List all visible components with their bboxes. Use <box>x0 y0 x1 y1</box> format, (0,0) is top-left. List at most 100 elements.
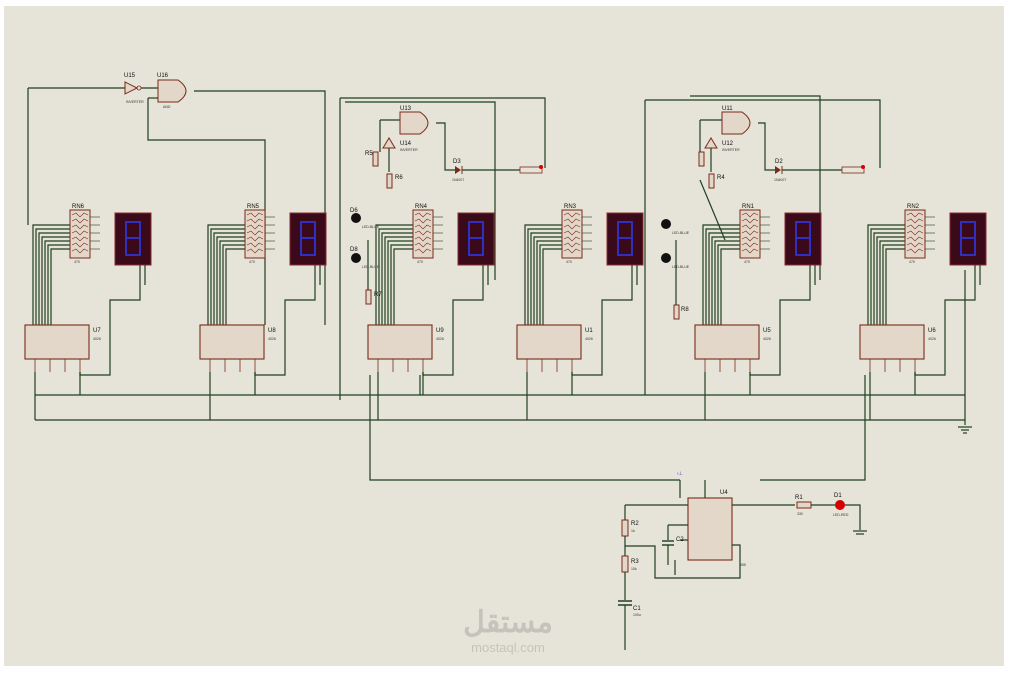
label-rn2-value: 470 <box>909 260 915 264</box>
timer-555-section: U4 555 ‹⊥ R1 330 D1 LED-RED R2 1k <box>618 471 867 650</box>
resistor-r7 <box>365 289 372 305</box>
label-u13: U13 <box>400 106 412 112</box>
label-c2: C2 <box>676 537 684 543</box>
label-r7: R7 <box>374 292 382 298</box>
gate-group-middle: U13 U14 INVERTER R5 R6 D3 1N4007 <box>340 97 546 280</box>
resistor-network-rn2 <box>904 209 926 259</box>
led-d6 <box>351 213 361 223</box>
counter-ic-u6 <box>859 324 925 360</box>
and-gate-u11 <box>721 111 751 135</box>
label-d2: D2 <box>775 159 783 165</box>
label-rn5: RN5 <box>247 204 260 210</box>
led-d10 <box>661 253 671 263</box>
label-u5: U5 <box>763 328 771 334</box>
label-r2-value: 1k <box>631 529 635 533</box>
label-u14: U14 <box>400 141 412 147</box>
watermark-arabic: مستقل <box>463 606 553 639</box>
resistor-network-rn4 <box>412 209 434 259</box>
label-inverter-u15: INVERTER <box>126 100 144 104</box>
label-rn2: RN2 <box>907 204 920 210</box>
label-u16: U16 <box>157 73 169 79</box>
switch-right <box>841 166 865 174</box>
counter-ic-u1 <box>516 324 582 360</box>
power-marker: ‹⊥ <box>677 471 683 477</box>
label-r1: R1 <box>795 495 803 501</box>
label-d8-type: LED-BLUE <box>362 265 380 269</box>
label-r4: R4 <box>717 175 725 181</box>
led-d8 <box>351 253 361 263</box>
label-u9-type: 4026 <box>436 337 444 341</box>
label-u15: U15 <box>124 73 136 79</box>
schematic-sheet <box>4 6 1004 666</box>
label-rn4-value: 470 <box>417 260 423 264</box>
label-d10-type: LED-BLUE <box>672 265 690 269</box>
bus-lines <box>35 270 972 481</box>
label-ic555: 555 <box>740 563 746 567</box>
watermark-latin: mostaql.com <box>471 640 545 655</box>
resistor-r6 <box>386 173 393 189</box>
led-d1-red <box>835 500 845 510</box>
label-u1-type: 4026 <box>585 337 593 341</box>
label-rn3-value: 470 <box>566 260 572 264</box>
inverter-u15 <box>124 81 139 95</box>
switch-middle <box>519 166 543 174</box>
label-d9-type: LED-BLUE <box>672 231 690 235</box>
label-u7-type: 4026 <box>93 337 101 341</box>
label-d6: D6 <box>350 208 358 214</box>
seven-segment-display-4 <box>606 212 644 266</box>
counter-ic-u5 <box>694 324 760 360</box>
resistor-r8 <box>673 304 680 320</box>
label-d2-type: 1N4007 <box>774 178 786 182</box>
label-rn5-value: 470 <box>249 260 255 264</box>
label-d3: D3 <box>453 159 461 165</box>
label-r5: R5 <box>365 151 373 157</box>
resistor-r4 <box>708 173 715 189</box>
ic-u4-555 <box>687 497 733 561</box>
label-rn1: RN1 <box>742 204 755 210</box>
label-rn6: RN6 <box>72 204 85 210</box>
label-u7: U7 <box>93 328 101 334</box>
resistor-r2 <box>621 519 629 537</box>
label-u1: U1 <box>585 328 593 334</box>
counter-ic-u9 <box>367 324 433 360</box>
label-u11: U11 <box>722 106 733 112</box>
label-d1: D1 <box>834 493 842 499</box>
label-d3-type: 1N4007 <box>452 178 464 182</box>
label-d6-type: LED-BLUE <box>362 225 380 229</box>
resistor-network-rn1 <box>739 209 761 259</box>
watermark: مستقل mostaql.com <box>463 606 553 655</box>
resistor-network-rn6 <box>69 209 91 259</box>
counter-ic-u8 <box>199 324 265 360</box>
label-u6: U6 <box>928 328 936 334</box>
label-rn1-value: 470 <box>744 260 750 264</box>
label-rn3: RN3 <box>564 204 577 210</box>
label-u5-type: 4026 <box>763 337 771 341</box>
resistor-r5 <box>372 151 379 167</box>
label-u9: U9 <box>436 328 444 334</box>
resistor-r1 <box>796 501 812 509</box>
digit-stages: RN6470U74026RN5470U84026RN4470U94026RN34… <box>24 204 987 420</box>
label-inverter-u14: INVERTER <box>400 148 418 152</box>
resistor-network-rn3 <box>561 209 583 259</box>
blue-led-group: D6 D8 LED-BLUE LED-BLUE LED-BLUE LED-BLU… <box>339 98 690 400</box>
label-and-u16: AND <box>163 105 171 109</box>
label-r6: R6 <box>395 175 403 181</box>
label-u4: U4 <box>720 490 728 496</box>
label-u6-type: 4026 <box>928 337 936 341</box>
led-d9 <box>661 219 671 229</box>
and-gate-u13 <box>399 111 429 135</box>
label-r8: R8 <box>681 307 689 313</box>
label-c1: C1 <box>633 606 641 612</box>
counter-ic-u7 <box>24 324 90 360</box>
label-d1-value: LED-RED <box>833 513 849 517</box>
label-r1-value: 330 <box>797 512 803 516</box>
label-r3: R3 <box>631 559 639 565</box>
label-inverter-u12: INVERTER <box>722 148 740 152</box>
label-u12: U12 <box>722 141 734 147</box>
